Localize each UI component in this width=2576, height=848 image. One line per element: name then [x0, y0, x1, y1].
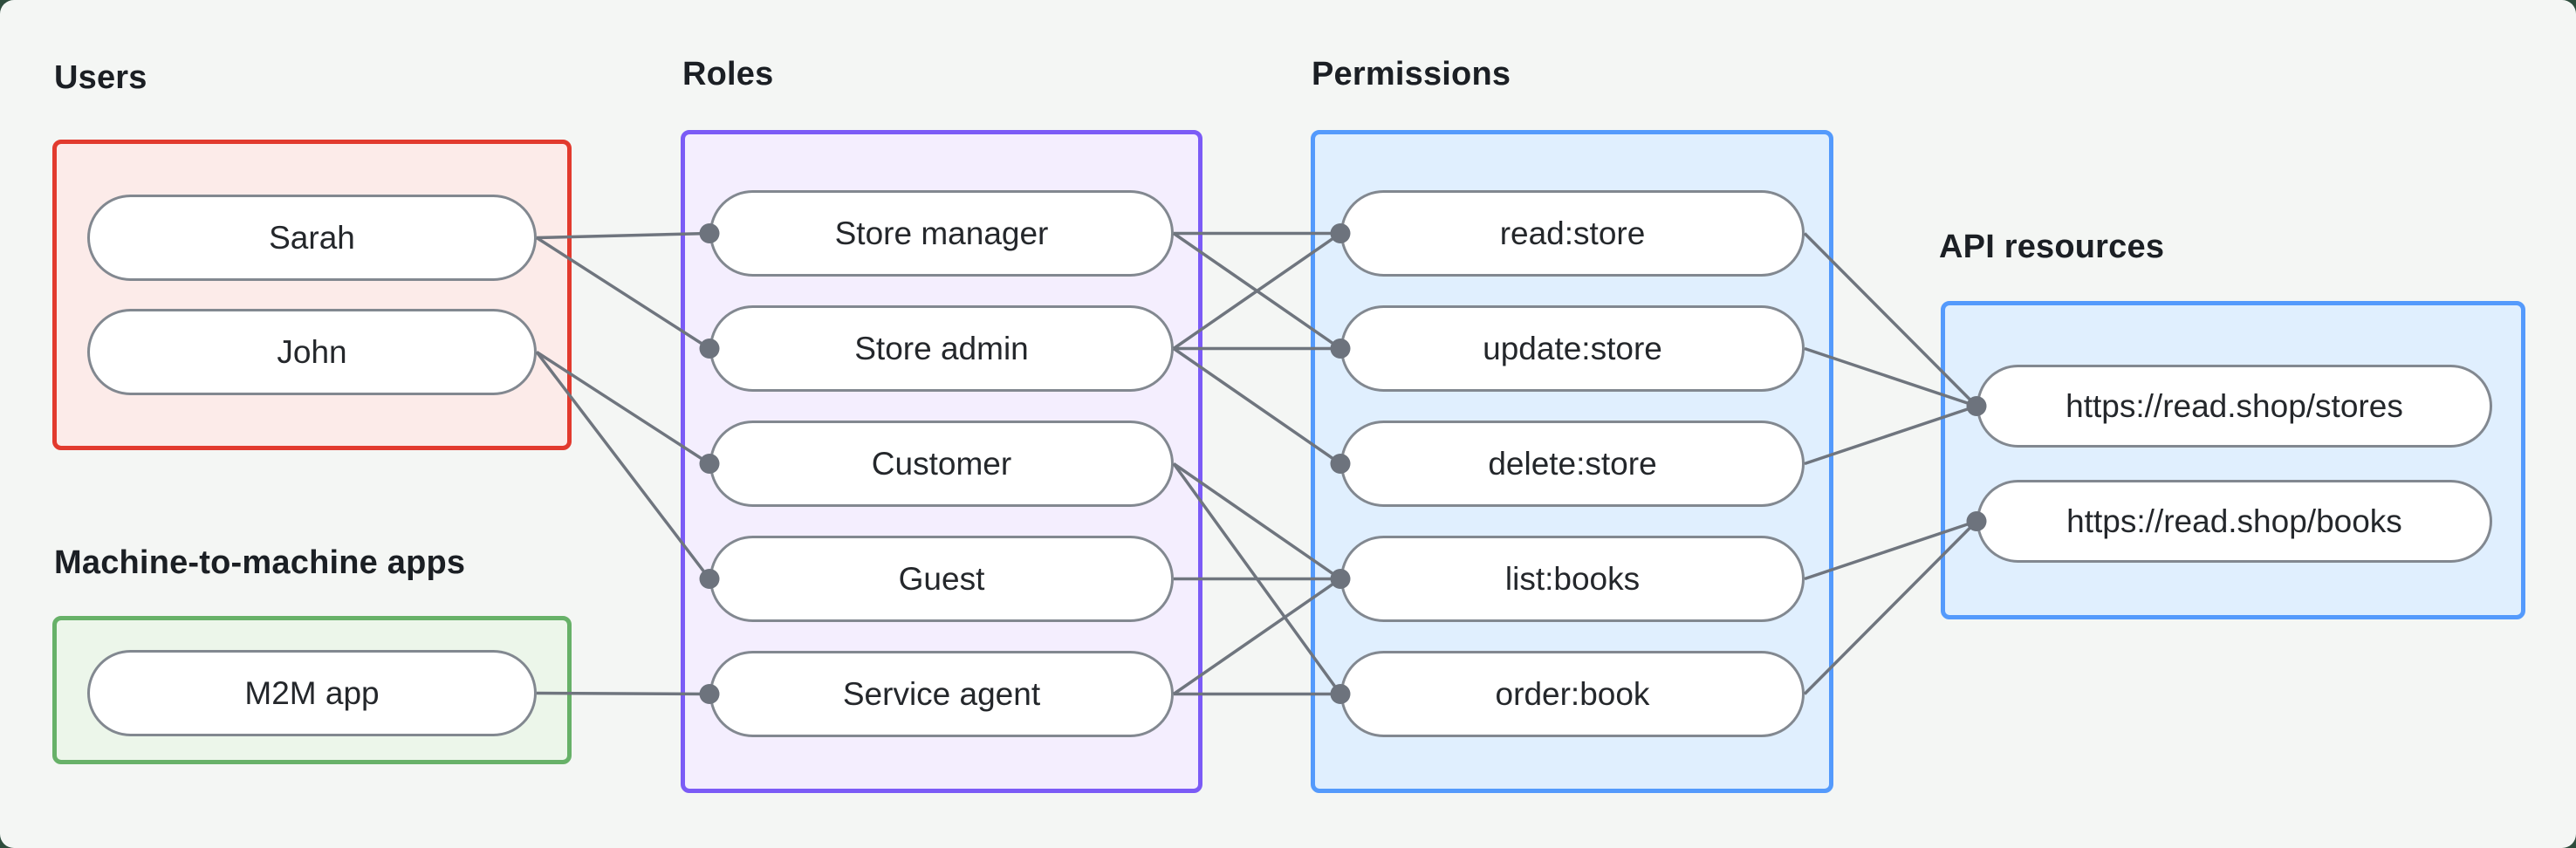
group-label-api-resources: API resources	[1939, 229, 2165, 265]
node-permission-list-books: list:books	[1340, 536, 1805, 622]
group-label-permissions: Permissions	[1312, 56, 1511, 92]
group-label-roles: Roles	[682, 56, 774, 92]
node-role-service-agent: Service agent	[709, 651, 1174, 737]
node-user-sarah: Sarah	[87, 195, 537, 281]
group-box-api-resources	[1941, 301, 2525, 619]
node-m2m-app: M2M app	[87, 650, 537, 736]
node-permission-update-store: update:store	[1340, 305, 1805, 392]
node-role-guest: Guest	[709, 536, 1174, 622]
node-permission-delete-store: delete:store	[1340, 421, 1805, 507]
node-permission-order-book: order:book	[1340, 651, 1805, 737]
group-label-m2m-apps: Machine-to-machine apps	[54, 544, 466, 581]
node-api-resource-stores: https://read.shop/stores	[1977, 365, 2492, 448]
node-permission-read-store: read:store	[1340, 190, 1805, 277]
node-role-customer: Customer	[709, 421, 1174, 507]
node-user-john: John	[87, 309, 537, 395]
node-role-store-admin: Store admin	[709, 305, 1174, 392]
group-label-users: Users	[54, 59, 147, 96]
group-box-users	[52, 140, 572, 450]
node-role-store-manager: Store manager	[709, 190, 1174, 277]
node-api-resource-books: https://read.shop/books	[1977, 480, 2492, 563]
